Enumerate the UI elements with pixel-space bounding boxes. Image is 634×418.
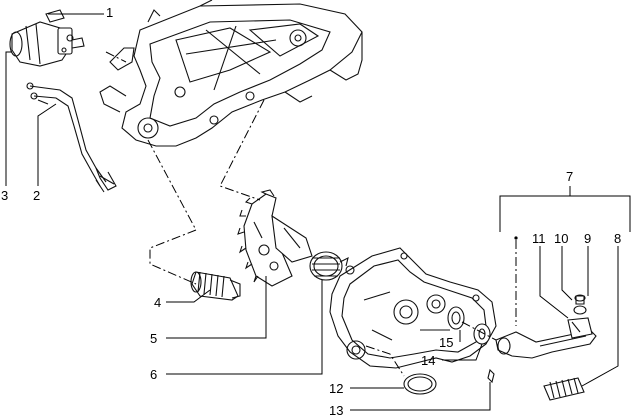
starter-bendix-part	[190, 271, 241, 301]
alignment-line-gear	[219, 99, 265, 201]
callout-13: 13	[329, 403, 344, 418]
crankcase-cover-part	[329, 247, 497, 369]
callout-5: 5	[150, 331, 158, 346]
crankcase-part	[99, 0, 363, 147]
callout-1: 1	[106, 5, 114, 20]
lever-spring-part	[543, 377, 585, 401]
callout-6: 6	[150, 367, 158, 382]
callout-8: 8	[614, 231, 622, 246]
callout-12: 12	[329, 381, 344, 396]
callout-9: 9	[584, 231, 592, 246]
kick-lever-part	[495, 317, 597, 359]
lever-pin-part	[573, 294, 587, 315]
gear-sector-part	[237, 189, 313, 287]
plug-cap-part	[403, 373, 437, 395]
callout-10: 10	[554, 231, 569, 246]
cable-harness-part	[26, 82, 117, 193]
oil-seal-part	[447, 306, 465, 330]
callout-2: 2	[33, 188, 41, 203]
callout-14: 14	[421, 353, 436, 368]
callout-4: 4	[154, 295, 162, 310]
callout-3: 3	[1, 188, 9, 203]
alignment-line-seal	[461, 321, 497, 341]
callout-15: 15	[439, 335, 454, 350]
alignment-line-bendix	[147, 139, 197, 285]
screw-part	[487, 368, 495, 384]
leader-lines	[5, 13, 631, 411]
alignment-line-starter	[105, 51, 127, 63]
alignment-line-cap	[365, 345, 405, 377]
callout-11: 11	[532, 231, 546, 246]
washer-part	[473, 323, 491, 345]
starter-motor-part	[9, 9, 85, 67]
callout-7: 7	[566, 169, 574, 184]
kick-spring-part	[309, 251, 349, 281]
